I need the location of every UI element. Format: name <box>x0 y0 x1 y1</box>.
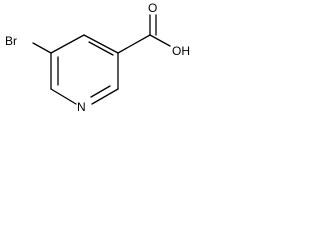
bond-carboxyl-oh <box>149 34 171 47</box>
atom-label-carbonyl-oxygen: O <box>148 1 157 15</box>
atom-label-bromine: Br <box>5 34 17 48</box>
chemical-structure-canvas: Br O OH N <box>0 0 206 138</box>
bond-c4-c3-inner <box>88 41 114 56</box>
bonds <box>32 14 171 105</box>
atom-label-nitrogen: N <box>77 100 86 114</box>
bond-n-c6 <box>50 88 77 105</box>
bond-c3-carboxyl <box>117 34 151 54</box>
bond-c2-n-inner <box>90 85 111 98</box>
bond-c4-c3 <box>83 34 119 54</box>
bond-c2-n <box>91 88 119 105</box>
bond-br-c5 <box>32 42 52 54</box>
atom-label-hydroxyl: OH <box>172 44 190 58</box>
chemical-structure-diagram: Br O OH N <box>5 1 190 114</box>
bond-c5-c4 <box>50 34 85 54</box>
